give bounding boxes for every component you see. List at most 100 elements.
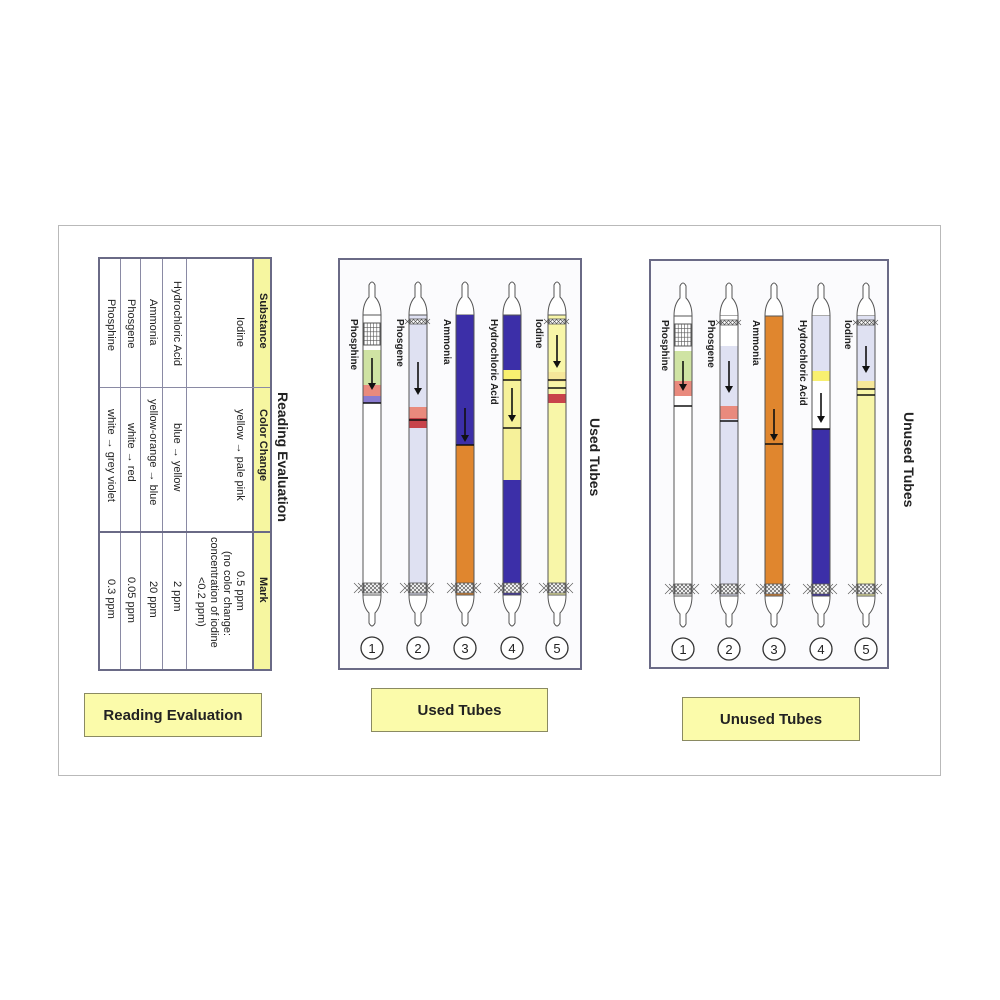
unused-tube-2-bottom-tip: [719, 595, 739, 628]
row-iodine-substance: Iodine: [234, 317, 246, 347]
row-phosgene-substance: Phosgene: [125, 299, 137, 349]
used-tube-3-top-tip: [455, 281, 475, 316]
used-tube-4-label: Hydrochloric Acid: [488, 319, 499, 405]
used-tube-1: Phosphine 1: [348, 281, 389, 660]
used-tube-1-top-tip: [362, 281, 382, 316]
used-tube-5-band-1: [548, 372, 566, 382]
unused-tube-4: Hydrochloric Acid 4: [797, 282, 838, 661]
unused-tubes-title: Unused Tubes: [901, 412, 917, 508]
unused-tube-3-label: Ammonia: [750, 320, 761, 366]
used-tube-2-bottom-tip: [408, 594, 428, 627]
used-tube-1-label: Phosphine: [348, 319, 359, 371]
unused-tube-2-band-2: [720, 406, 738, 419]
used-tube-5-band-2: [548, 394, 566, 403]
header-mark: Mark: [257, 577, 269, 603]
unused-tube-1-number: 1: [679, 642, 686, 657]
row-phosphine-substance: Phosphine: [105, 299, 117, 351]
used-tubes-title: Used Tubes: [587, 418, 603, 497]
unused-tube-1-top-tip: [673, 282, 693, 317]
used-tube-4-top-tip: [502, 281, 522, 316]
used-tube-3-number-circle: [453, 636, 477, 660]
row-iodine-mark-2: (no color change:: [221, 551, 233, 636]
used-tube-3-bottom-tip: [455, 594, 475, 627]
row-hcl-substance: Hydrochloric Acid: [171, 281, 183, 366]
used-tube-2-number: 2: [414, 641, 421, 656]
unused-tube-5-number-circle: [854, 637, 878, 661]
reading-evaluation-table: Substance Color Change Mark Iodine yello…: [98, 257, 272, 671]
unused-tube-2-body: [719, 315, 739, 597]
header-substance: Substance: [257, 293, 269, 349]
used-tube-4-band-1: [503, 370, 521, 380]
header-color-change: Color Change: [257, 409, 269, 482]
used-tube-4: Hydrochloric Acid 4: [488, 281, 529, 660]
row-iodine-mark-4: <0.2 ppm): [195, 577, 207, 627]
unused-tube-2-top-tip: [719, 282, 739, 317]
unused-tube-2-label: Phosgene: [705, 320, 716, 368]
used-tube-1-bottom-tip: [362, 594, 382, 627]
used-tube-4-bottom-tip: [502, 594, 522, 627]
used-tube-1-band-3: [363, 396, 381, 403]
unused-tube-3-bottom-tip: [764, 595, 784, 628]
row-phosphine-mark: 0.3 ppm: [105, 579, 117, 619]
unused-tube-3-top-tip: [764, 282, 784, 317]
used-tubes-panel: Phosphine 1 Phosgene 2 Ammonia 3 Hydrochloric …: [338, 258, 582, 670]
unused-tubes-caption: Unused Tubes: [682, 697, 860, 741]
reading-evaluation-title: Reading Evaluation: [275, 392, 291, 522]
used-tube-2-band-1: [409, 407, 427, 418]
unused-tube-1: Phosphine 1: [659, 282, 700, 661]
used-tube-2: Phosgene 2: [394, 281, 435, 660]
used-tube-5-number: 5: [553, 641, 560, 656]
row-ammonia-mark: 20 ppm: [147, 581, 159, 618]
unused-tube-1-bottom-tip: [673, 595, 693, 628]
unused-tube-3-number-circle: [762, 637, 786, 661]
unused-tube-5-top-tip: [856, 282, 876, 317]
used-tube-5-top-tip: [547, 281, 567, 316]
used-tube-3-number: 3: [461, 641, 468, 656]
row-phosgene-color: white → red: [125, 423, 137, 482]
row-phosgene-mark: 0.05 ppm: [125, 577, 137, 623]
unused-tube-5-band-2: [857, 381, 875, 389]
unused-tube-4-label: Hydrochloric Acid: [797, 320, 808, 406]
used-tube-1-band-2: [363, 385, 381, 396]
unused-tube-4-number: 4: [817, 642, 824, 657]
used-tube-5-bottom-tip: [547, 594, 567, 627]
table-header-band: [254, 259, 270, 669]
unused-tube-1-label: Phosphine: [659, 320, 670, 372]
used-tube-2-body: [408, 314, 428, 596]
used-tube-4-number-circle: [500, 636, 524, 660]
row-iodine-color: yellow → pale pink: [234, 409, 246, 501]
unused-tube-5-label: Iodine: [842, 320, 853, 350]
reading-evaluation-caption: Reading Evaluation: [84, 693, 262, 737]
unused-tube-3-body: [764, 315, 784, 597]
used-tubes-caption: Used Tubes: [371, 688, 548, 732]
row-hcl-mark: 2 ppm: [171, 581, 183, 612]
row-ammonia-color: yellow-orange → blue: [147, 399, 159, 506]
unused-tube-4-top-tip: [811, 282, 831, 317]
row-ammonia-substance: Ammonia: [147, 299, 159, 346]
used-tube-1-number: 1: [368, 641, 375, 656]
used-tube-3-label: Ammonia: [441, 319, 452, 365]
used-tube-2-number-circle: [406, 636, 430, 660]
used-tube-5-number-circle: [545, 636, 569, 660]
unused-tube-5-bottom-tip: [856, 595, 876, 628]
used-tube-1-number-circle: [360, 636, 384, 660]
used-tubes-drawing: Phosphine 1 Phosgene 2 Ammonia 3 Hydrochloric …: [348, 281, 574, 660]
unused-tubes-drawing: Phosphine1Phosgene2Ammonia3Hydrochloric …: [659, 282, 883, 661]
row-iodine-mark-1: 0.5 ppm: [234, 571, 246, 611]
used-tube-2-top-tip: [408, 281, 428, 316]
used-tube-2-band-2: [409, 418, 427, 428]
unused-tube-4-band-1: [812, 316, 830, 371]
used-tube-4-band-3: [503, 428, 521, 480]
unused-tube-5-number: 5: [862, 642, 869, 657]
unused-tube-4-number-circle: [809, 637, 833, 661]
unused-tube-2-number: 2: [725, 642, 732, 657]
unused-tube-1-number-circle: [671, 637, 695, 661]
row-phosphine-color: white → grey violet: [105, 409, 117, 502]
unused-tube-2-number-circle: [717, 637, 741, 661]
unused-tube-4-band-2: [812, 371, 830, 381]
used-tube-5-body: [547, 314, 567, 596]
used-tube-2-label: Phosgene: [394, 319, 405, 367]
used-tube-4-number: 4: [508, 641, 515, 656]
used-tube-3-band-1: [456, 315, 474, 445]
